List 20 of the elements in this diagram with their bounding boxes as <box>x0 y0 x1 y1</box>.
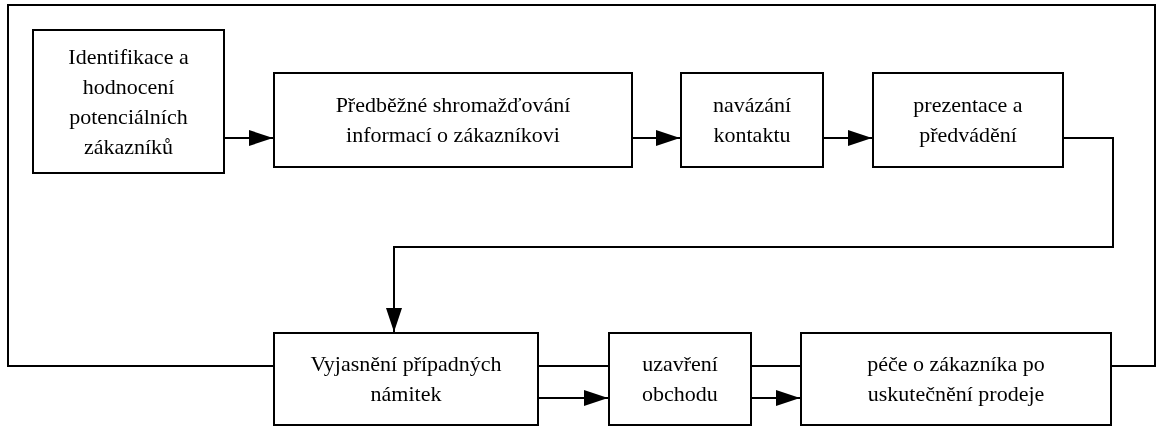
process-box <box>872 72 1064 168</box>
connector-arrow <box>751 390 801 406</box>
process-box <box>32 29 225 174</box>
process-box <box>273 72 633 168</box>
process-box <box>273 332 539 426</box>
connector-arrow <box>224 130 274 146</box>
process-box <box>680 72 824 168</box>
connector-arrow <box>823 130 873 146</box>
step-text: uzavření obchodu <box>641 350 719 408</box>
step-text: Identifikace a hodnocení potenciálních zákazníků <box>67 42 190 161</box>
process-box <box>800 332 1112 426</box>
step-text: Vyjasnění případných námitek <box>309 350 503 408</box>
connector-arrow <box>632 130 681 146</box>
process-box <box>608 332 752 426</box>
step-text: péče o zákazníka po uskutečnění prodeje <box>866 350 1046 408</box>
step-text: prezentace a předvádění <box>912 91 1024 149</box>
step-text: Předběžné shromažďování informací o zákazníkovi <box>334 91 572 149</box>
step-text: navázání kontaktu <box>711 91 793 149</box>
connector-arrow <box>386 137 1114 333</box>
connector-arrow <box>538 390 609 406</box>
